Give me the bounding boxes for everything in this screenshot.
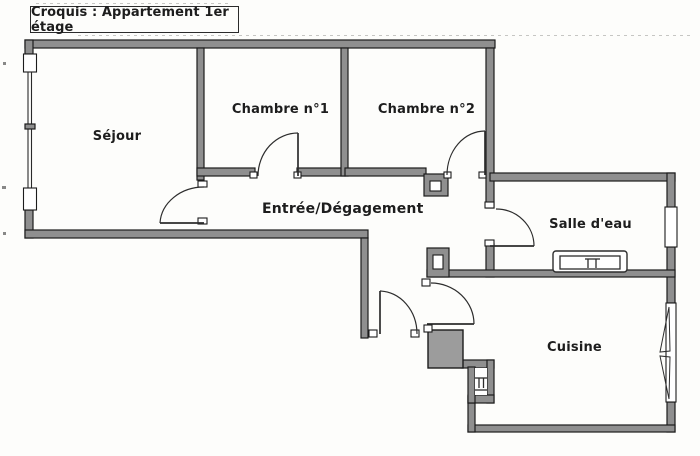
- room-label-chambre1: Chambre n°1: [231, 102, 330, 117]
- door-entrance: [368, 290, 420, 338]
- window-salle-deau: [664, 206, 678, 248]
- window-left-bottom: [22, 187, 38, 211]
- shaft-block: [427, 329, 464, 369]
- room-label-sejour: Séjour: [92, 129, 142, 144]
- glazing-left: [24, 72, 36, 188]
- duct-box-chambre2: [423, 173, 449, 197]
- washbasin-salle-deau: [552, 250, 628, 273]
- room-label-salle-deau: Salle d'eau: [549, 217, 632, 232]
- plan-title: Croquis : Appartement 1er étage: [31, 4, 229, 35]
- door-cuisine: [421, 278, 475, 333]
- scan-artifacts: [2, 3, 694, 235]
- french-window-cuisine: [659, 302, 677, 403]
- door-sejour: [159, 180, 208, 225]
- sink-cuisine: [475, 368, 487, 395]
- room-label-entree: Entrée/Dégagement: [262, 201, 424, 217]
- duct-box-corridor: [426, 247, 450, 278]
- walls: [24, 39, 676, 433]
- window-left-top: [22, 53, 38, 73]
- room-label-cuisine: Cuisine: [547, 340, 602, 355]
- title-box: Croquis : Appartement 1er étage: [30, 4, 239, 35]
- door-salle-deau: [484, 201, 535, 247]
- room-label-chambre2: Chambre n°2: [377, 102, 476, 117]
- door-chambre1: [249, 132, 302, 179]
- door-chambre2: [443, 130, 487, 179]
